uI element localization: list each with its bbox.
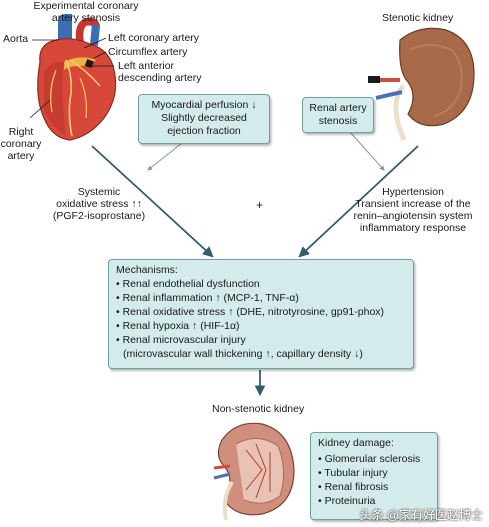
non-stenotic-kidney-label: Non-stenotic kidney — [212, 403, 305, 415]
kidney-damage-item: • Proteinuria — [318, 495, 376, 507]
kidney-damage-item: • Renal fibrosis — [318, 481, 389, 493]
mechanism-item: • Renal oxidative stress ↑ (DHE, nitroty… — [116, 306, 385, 318]
mechanism-item: • Renal inflammation ↑ (MCP-1, TNF-α) — [116, 292, 299, 304]
mechanisms-title: Mechanisms: — [116, 264, 178, 276]
hypertension-line3: renin–angiotensin system — [353, 210, 473, 222]
myocardial-perfusion-box: Myocardial perfusion ↓ Slightly decrease… — [138, 94, 270, 144]
mechanism-item-continuation: (microvascular wall thickening ↑, capill… — [123, 348, 363, 360]
renal-box-line2: stenosis — [318, 115, 358, 127]
left-coronary-artery-label: Left coronary artery — [108, 32, 200, 44]
non-stenotic-kidney-illustration — [213, 422, 295, 521]
heart-title-line2: artery stenosis — [51, 12, 121, 24]
flow-arrows — [91, 131, 419, 397]
right-coronary-label-line1: Right — [8, 126, 34, 138]
heart-title-line1: Experimental coronary — [33, 0, 139, 12]
renal-box-line1: Renal artery — [309, 102, 367, 114]
stenotic-kidney-illustration — [368, 27, 475, 141]
right-coronary-label-line3: artery — [7, 150, 35, 162]
circumflex-artery-label: Circumflex artery — [108, 46, 188, 58]
mechanism-item: • Renal microvascular injury — [116, 334, 246, 346]
hypertension-line4: inflammatory response — [359, 222, 467, 234]
heart-leader-lines — [29, 37, 114, 119]
mechanism-item: • Renal hypoxia ↑ (HIF-1α) — [116, 320, 240, 332]
kidney-damage-item: • Tubular injury — [318, 467, 388, 479]
lad-label-line1: Left anterior — [118, 60, 175, 72]
right-coronary-label-line2: coronary — [0, 138, 42, 150]
kidney-damage-box: Kidney damage: • Glomerular sclerosis • … — [310, 432, 438, 520]
stenotic-kidney-label: Stenotic kidney — [382, 12, 454, 24]
mechanism-item: • Renal endothelial dysfunction — [116, 278, 260, 290]
perfusion-line2: Slightly decreased — [161, 112, 247, 124]
heart-illustration — [37, 14, 117, 141]
lad-label-line2: descending artery — [118, 72, 202, 84]
watermark-text: 头条 @家有好医赵博士 — [359, 508, 483, 522]
kidney-damage-item: • Glomerular sclerosis — [318, 453, 421, 465]
hypertension-line1: Hypertension — [382, 186, 444, 198]
mechanisms-box: Mechanisms: • Renal endothelial dysfunct… — [108, 259, 414, 369]
systemic-line3: (PGF2-isoprostane) — [52, 210, 146, 222]
hypertension-line2: Transient increase of the — [355, 198, 471, 210]
renal-artery-stenosis-box: Renal artery stenosis — [302, 97, 374, 133]
perfusion-line3: ejection fraction — [167, 125, 241, 137]
aorta-label: Aorta — [3, 33, 29, 45]
plus-sign: + — [256, 198, 264, 212]
perfusion-line1: Myocardial perfusion ↓ — [151, 99, 257, 111]
systemic-line1: Systemic — [77, 186, 121, 198]
systemic-line2: oxidative stress ↑↑ — [56, 198, 142, 210]
kidney-damage-title: Kidney damage: — [318, 437, 394, 449]
